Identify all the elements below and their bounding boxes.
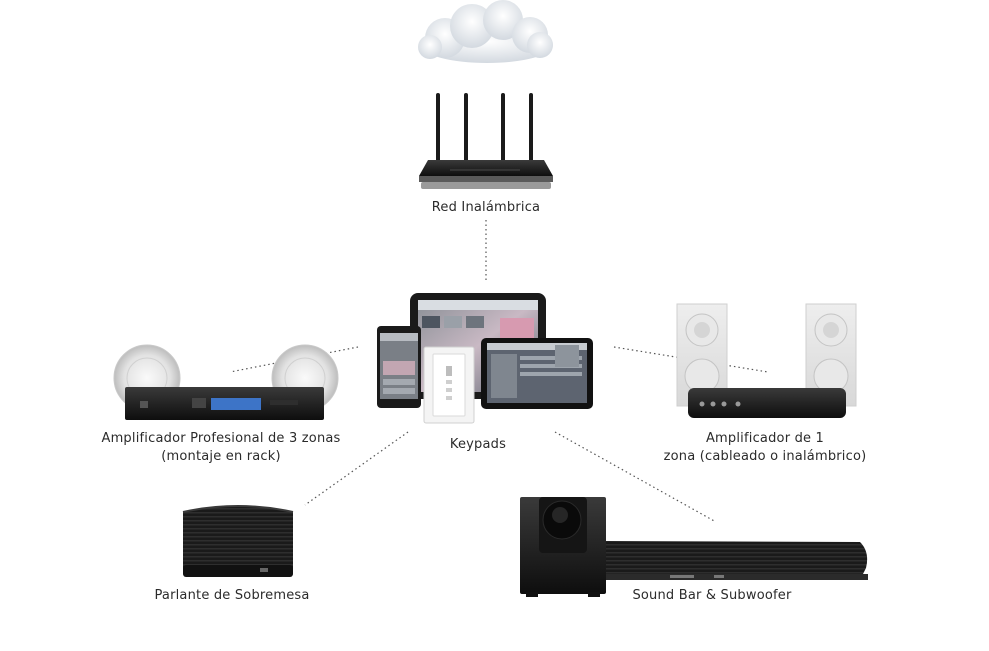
soundbar-subwoofer-icon (520, 497, 868, 597)
cloud-icon (418, 0, 553, 63)
connector-control-pro-amp (229, 346, 359, 373)
phone-device (377, 326, 421, 408)
label-tabletop: Parlante de Sobremesa (154, 587, 309, 605)
label-control-text: Keypads (449, 437, 507, 452)
controllers-icon (377, 293, 593, 424)
connectors (229, 220, 769, 523)
label-network: Red Inalámbrica (432, 199, 540, 217)
label-zone-amp-line2: zona (cableado o inalámbrico) (663, 449, 867, 464)
connector-control-soundbar (554, 431, 717, 523)
touchpanel-device (481, 338, 593, 409)
zone-amplifier-icon (676, 303, 857, 418)
label-pro-amp-line2: (montaje en rack) (161, 449, 281, 464)
rack-amplifier-icon (113, 344, 339, 420)
label-soundbar: Sound Bar & Subwoofer (632, 587, 791, 605)
connector-control-tabletop (304, 431, 409, 506)
label-pro-amp-line1: Amplificador Profesional de 3 zonas (101, 431, 341, 446)
label-zone-amp: Amplificador de 1 zona (cableado o inalá… (664, 430, 867, 466)
router-icon (419, 93, 553, 189)
label-network-text: Red Inalámbrica (431, 200, 541, 215)
label-control: Keypads (450, 436, 506, 454)
label-tabletop-text: Parlante de Sobremesa (154, 588, 310, 603)
label-pro-amp: Amplificador Profesional de 3 zonas (mon… (101, 430, 340, 466)
label-zone-amp-line1: Amplificador de 1 (705, 431, 825, 446)
keypad-device (423, 346, 475, 424)
tabletop-speaker-icon (182, 505, 294, 577)
label-soundbar-text: Sound Bar & Subwoofer (632, 588, 792, 603)
